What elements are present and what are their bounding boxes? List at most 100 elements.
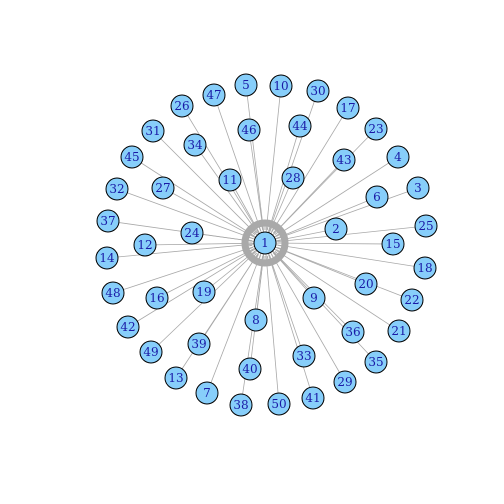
node-circle xyxy=(281,166,305,190)
node-1: 1 xyxy=(253,231,277,255)
edge-1-41 xyxy=(264,242,314,399)
node-label: 26 xyxy=(174,99,189,113)
node-47: 47 xyxy=(202,83,226,107)
node-label: 20 xyxy=(358,277,373,291)
node-44: 44 xyxy=(288,114,312,138)
hub-loop-tick xyxy=(261,225,264,231)
node-label: 38 xyxy=(233,398,248,412)
node-42: 42 xyxy=(116,315,140,339)
hub-loop-tick xyxy=(255,227,259,232)
node-circle xyxy=(306,79,330,103)
node-circle xyxy=(400,288,424,312)
node-label: 6 xyxy=(373,190,381,204)
hub-loop-tick xyxy=(271,254,275,259)
node-4: 4 xyxy=(386,145,410,169)
node-circle xyxy=(170,94,194,118)
hub-loop-tick xyxy=(253,252,258,258)
node-label: 23 xyxy=(368,122,383,136)
node-label: 9 xyxy=(310,291,318,305)
node-circle xyxy=(101,281,125,305)
node-label: 2 xyxy=(332,222,340,236)
edge-1-14 xyxy=(106,242,266,259)
hub-loop-tick xyxy=(277,244,283,247)
hub-loop-tick xyxy=(271,227,275,232)
edge-1-2 xyxy=(264,228,337,244)
hub-loop-tick xyxy=(258,225,262,231)
hub-loop-tick xyxy=(277,236,283,240)
hub-loop-tick xyxy=(247,244,253,247)
node-label: 14 xyxy=(99,251,115,265)
node-label: 37 xyxy=(100,214,115,228)
node-label: 43 xyxy=(336,153,351,167)
node-label: 21 xyxy=(391,324,406,338)
node-31: 31 xyxy=(141,119,165,143)
node-17: 17 xyxy=(336,96,360,120)
node-label: 41 xyxy=(305,391,320,405)
node-label: 15 xyxy=(385,237,400,251)
node-23: 23 xyxy=(364,117,388,141)
edge-1-47 xyxy=(213,94,266,244)
node-14: 14 xyxy=(95,246,119,270)
hub-loop-tick xyxy=(266,225,269,231)
node-circle xyxy=(164,366,188,390)
edge-1-17 xyxy=(264,107,349,244)
node-circle xyxy=(341,320,365,344)
node-19: 19 xyxy=(192,280,216,304)
node-37: 37 xyxy=(96,209,120,233)
node-8: 8 xyxy=(244,308,268,332)
node-circle xyxy=(218,168,242,192)
node-circle xyxy=(237,118,261,142)
node-circle xyxy=(253,231,277,255)
node-label: 31 xyxy=(145,124,160,138)
node-48: 48 xyxy=(101,281,125,305)
node-circle xyxy=(192,280,216,304)
node-circle xyxy=(133,233,157,257)
node-circle xyxy=(406,176,430,200)
edge-1-45 xyxy=(131,156,266,244)
node-circle xyxy=(234,73,258,97)
node-label: 32 xyxy=(109,182,124,196)
node-label: 36 xyxy=(345,325,360,339)
node-25: 25 xyxy=(414,214,438,238)
edge-1-28 xyxy=(264,177,294,244)
node-circle xyxy=(301,386,325,410)
node-label: 10 xyxy=(273,79,288,93)
node-46: 46 xyxy=(237,118,261,142)
node-43: 43 xyxy=(332,148,356,172)
hub-loop-ring xyxy=(241,219,289,267)
node-label: 35 xyxy=(368,355,383,369)
node-circle xyxy=(96,209,120,233)
node-circle xyxy=(267,392,291,416)
node-21: 21 xyxy=(387,319,411,343)
edge-1-29 xyxy=(264,242,346,383)
hub-loop-tick xyxy=(247,246,253,250)
node-circle xyxy=(386,145,410,169)
hub-loop-tick xyxy=(247,236,253,240)
node-20: 20 xyxy=(354,272,378,296)
node-label: 44 xyxy=(292,119,308,133)
hub-loop-tick xyxy=(266,255,269,261)
node-41: 41 xyxy=(301,386,325,410)
node-11: 11 xyxy=(218,168,242,192)
node-circle xyxy=(145,286,169,310)
node-label: 48 xyxy=(105,286,120,300)
node-9: 9 xyxy=(302,286,326,310)
node-circle xyxy=(332,148,356,172)
edge-1-4 xyxy=(264,156,399,244)
hub-loop-tick xyxy=(274,231,280,236)
node-34: 34 xyxy=(183,133,207,157)
node-label: 3 xyxy=(414,181,422,195)
node-circle xyxy=(183,133,207,157)
hub-loop-tick xyxy=(249,233,254,237)
edge-1-5 xyxy=(245,84,266,244)
node-circle xyxy=(238,357,262,381)
node-label: 33 xyxy=(296,349,311,363)
edge-1-18 xyxy=(264,242,426,269)
hub-loop-tick xyxy=(272,228,277,234)
node-7: 7 xyxy=(195,381,219,405)
node-circle xyxy=(354,272,378,296)
node-32: 32 xyxy=(105,177,129,201)
hub-loop-tick xyxy=(258,255,262,261)
node-circle xyxy=(116,315,140,339)
